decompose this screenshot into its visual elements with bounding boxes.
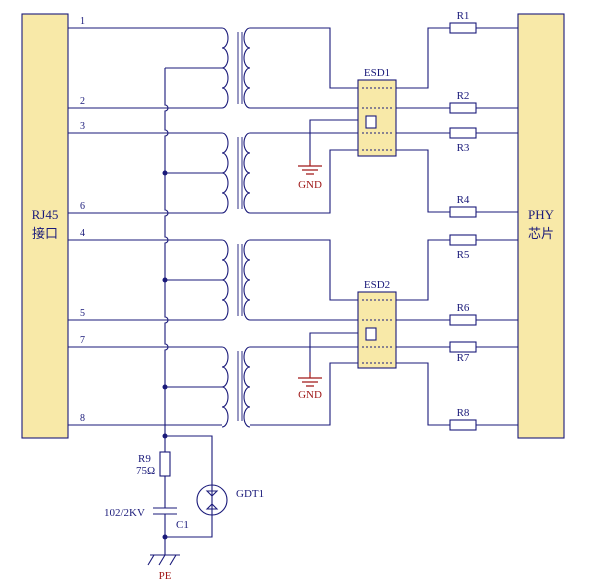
resistor-label: R2 [457,90,470,102]
gnd-label: GND [298,179,322,191]
resistor [449,314,477,326]
pe-label: PE [159,570,172,582]
resistor [449,102,477,114]
transformer-1 [221,27,358,109]
rj45-pin-labels: 1 2 3 6 4 5 7 8 [80,16,85,424]
capacitor-c1 [153,507,177,515]
esd2-device: ESD2 [309,279,397,372]
transformer-4 [221,346,358,428]
pin-label: 2 [80,96,85,107]
c1-value: 102/2KV [104,507,145,519]
resistor [449,127,477,139]
rj45-connector [21,13,69,439]
r9-name: R9 [138,453,151,465]
rj45-label-line2: 接口 [32,226,58,241]
esd1-label: ESD1 [364,67,390,79]
phy-label-line1: PHY [528,207,555,222]
pin-label: 5 [80,308,85,319]
gdt1-label: GDT1 [236,488,264,500]
resistor [449,234,477,246]
rj45-label-line1: RJ45 [32,207,59,222]
resistor-r9 [159,451,171,477]
resistor-label: R3 [457,142,470,154]
resistor-array [449,22,518,431]
resistor-label: R8 [457,407,470,419]
pin-label: 4 [80,228,85,239]
pin-label: 6 [80,201,85,212]
esd2-label: ESD2 [364,279,390,291]
pin-label: 1 [80,16,85,27]
gnd-symbol: GND [298,160,322,191]
pin-label: 7 [80,335,85,346]
esd1-device: ESD1 [309,67,397,160]
rj45-pin-wires [68,27,222,426]
resistor-label: R5 [457,249,470,261]
resistor-labels: R1 R2 R3 R4 R5 R6 R7 R8 [457,10,470,419]
gnd-label: GND [298,389,322,401]
resistor-label: R4 [457,194,470,206]
gnd-symbol: GND [298,372,322,401]
c1-name: C1 [176,519,189,531]
center-tap-bus [162,67,222,439]
pin-label: 8 [80,413,85,424]
transformer-3 [221,239,358,321]
resistor-label: R7 [457,352,470,364]
transformer-2 [221,132,358,214]
resistor-label: R6 [457,302,470,314]
resistor [449,341,477,353]
phy-label-line2: 芯片 [528,226,554,241]
r9-value: 75Ω [136,465,155,477]
phy-chip [517,13,565,439]
resistor-label: R1 [457,10,470,22]
esd-output-wires [396,27,450,426]
resistor [449,206,477,218]
resistor [449,419,477,431]
protection-network [147,435,228,566]
resistor [449,22,477,34]
pin-label: 3 [80,121,85,132]
